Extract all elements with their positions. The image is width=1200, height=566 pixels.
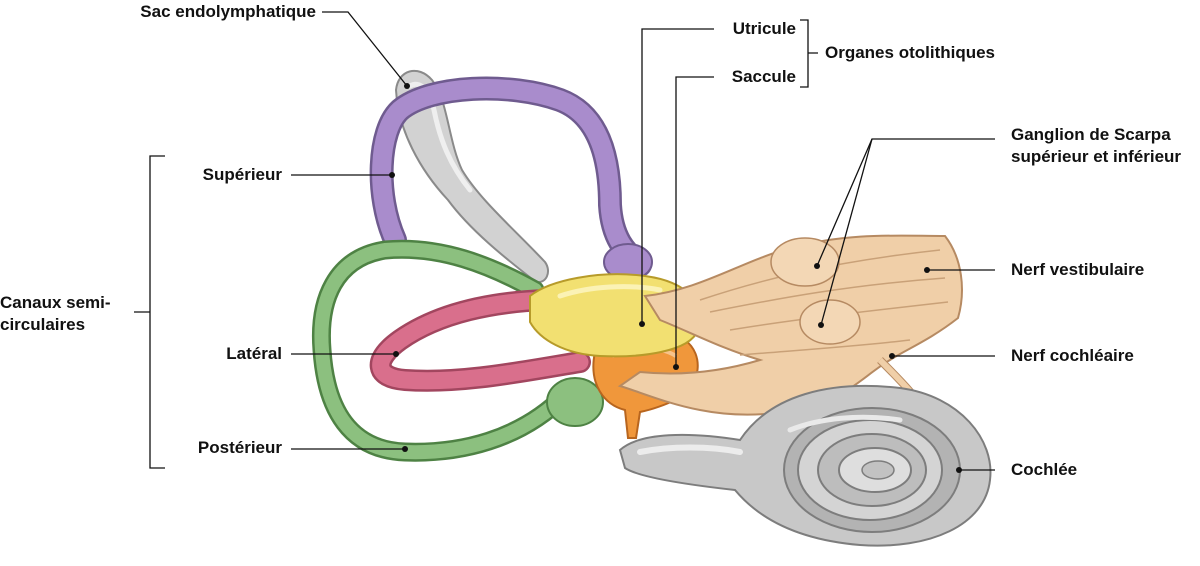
label-superieur: Supérieur bbox=[202, 165, 282, 184]
lateral-canal-shape bbox=[369, 289, 591, 392]
dot-ganglion-2 bbox=[818, 322, 824, 328]
bracket-canaux bbox=[134, 155, 165, 469]
cochlea-shape bbox=[618, 385, 992, 547]
label-utricule: Utricule bbox=[732, 19, 796, 38]
dot-lateral bbox=[393, 351, 399, 357]
leader-sac bbox=[322, 11, 408, 87]
dot-cochlee bbox=[956, 467, 962, 473]
dot-posterieur bbox=[402, 446, 408, 452]
dot-ganglion-1 bbox=[814, 263, 820, 269]
label-nerf-cochleaire: Nerf cochléaire bbox=[1011, 346, 1134, 365]
label-canaux-semi-circulaires: Canaux semi- circulaires bbox=[0, 293, 111, 334]
label-sac-endolymphatique: Sac endolymphatique bbox=[140, 2, 316, 21]
label-ganglion-de-scarpa: Ganglion de Scarpa supérieur et inférieu… bbox=[1011, 125, 1182, 166]
dot-nerf-cochleaire bbox=[889, 353, 895, 359]
bracket-organes bbox=[800, 19, 818, 88]
label-lateral: Latéral bbox=[226, 344, 282, 363]
dot-sac bbox=[404, 83, 410, 89]
dot-saccule bbox=[673, 364, 679, 370]
posterior-canal-shape bbox=[311, 239, 604, 462]
superior-canal-shape bbox=[369, 76, 653, 281]
label-organes-otolithiques: Organes otolithiques bbox=[825, 43, 996, 62]
label-posterieur: Postérieur bbox=[197, 438, 282, 457]
label-saccule: Saccule bbox=[731, 67, 796, 86]
dot-nerf-vestibulaire bbox=[924, 267, 930, 273]
leader-utricule bbox=[641, 28, 714, 324]
leader-lines bbox=[134, 11, 995, 471]
leader-ganglion-2 bbox=[820, 138, 873, 326]
dot-utricule bbox=[639, 321, 645, 327]
label-nerf-vestibulaire: Nerf vestibulaire bbox=[1011, 260, 1145, 279]
leader-saccule bbox=[675, 76, 714, 367]
leader-dots bbox=[389, 83, 962, 473]
dot-superieur bbox=[389, 172, 395, 178]
label-cochlee: Cochlée bbox=[1011, 460, 1078, 479]
